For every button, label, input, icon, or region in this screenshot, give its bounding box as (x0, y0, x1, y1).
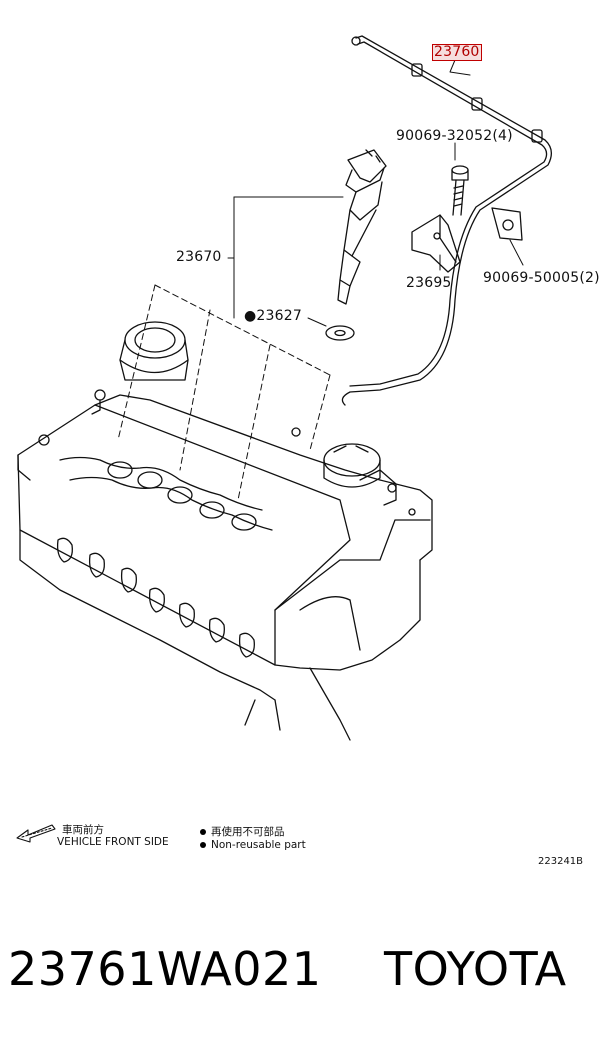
callout-23695[interactable]: 23695 (406, 275, 452, 291)
figure-code: 223241B (538, 856, 584, 867)
callout-23627-label: 23627 (256, 308, 302, 324)
footer-brand: TOYOTA (384, 942, 567, 996)
leader-lines (227, 59, 524, 327)
nonreusable-dot-icon: ● (244, 308, 257, 324)
washer-23627 (325, 325, 355, 341)
bullet-icon (200, 842, 206, 848)
legend-front-jp: 車両前方 (62, 824, 104, 836)
injector-23670 (337, 149, 387, 305)
legend-front-en: VEHICLE FRONT SIDE (57, 836, 169, 848)
parts-diagram (16, 35, 552, 843)
bullet-icon (200, 829, 206, 835)
engine-head (17, 321, 433, 741)
callout-23670[interactable]: 23670 (176, 249, 222, 265)
dashed-guide-lines (117, 284, 331, 501)
callout-23627[interactable]: ●23627 (244, 308, 302, 324)
bracket-bolt-50005 (491, 207, 523, 241)
legend-nonreuse-jp: 再使用不可部品 (200, 824, 285, 839)
callout-90069-50005[interactable]: 90069-50005(2) (483, 270, 600, 286)
callout-90069-32052[interactable]: 90069-32052(4) (396, 128, 513, 144)
callout-23760[interactable]: 23760 (432, 44, 482, 61)
legend-nonreuse-jp-label: 再使用不可部品 (211, 826, 285, 838)
bolt-32052 (451, 165, 469, 216)
footer-part-number: 23761WA021 (8, 942, 322, 996)
clamp-23695 (411, 214, 461, 273)
legend-nonreuse-en: Non-reusable part (200, 839, 306, 851)
legend-nonreuse-en-label: Non-reusable part (211, 839, 306, 851)
fuel-pipe-harness (341, 35, 552, 406)
front-arrow-icon (16, 824, 56, 843)
